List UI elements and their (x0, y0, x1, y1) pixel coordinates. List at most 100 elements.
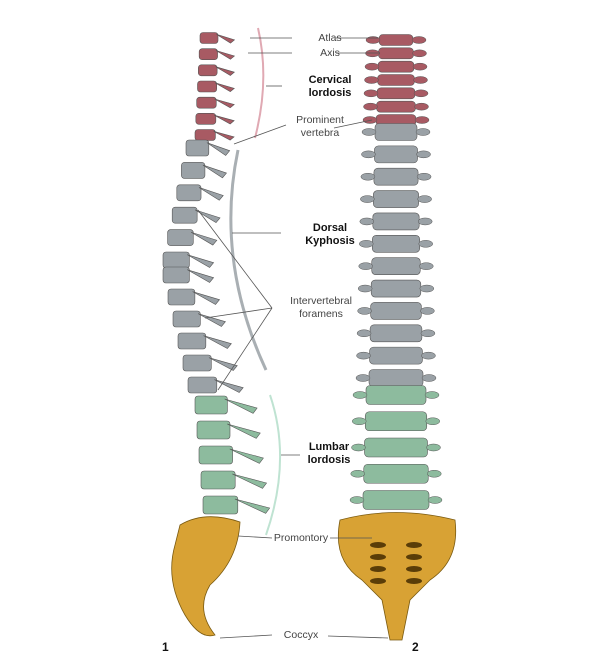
cervical-process (364, 62, 380, 71)
thoracic-vertebra (373, 190, 419, 208)
cervical-vertebra (196, 96, 217, 109)
thoracic-process (356, 351, 371, 360)
thoracic-process (194, 209, 221, 224)
label-intervertebral: Intervertebral (290, 295, 352, 307)
lumbar-vertebra (202, 495, 239, 515)
thoracic-process (420, 307, 435, 315)
thoracic-process (359, 217, 375, 226)
thoracic-vertebra (373, 167, 419, 186)
figure-number-anterior: 2 (412, 640, 419, 654)
lumbar-vertebra (198, 445, 233, 465)
cervical-vertebra (195, 113, 217, 125)
thoracic-process (360, 195, 375, 203)
label-atlas: Atlas (318, 32, 342, 44)
thoracic-process (358, 262, 373, 270)
lumbar-process (352, 417, 367, 425)
thoracic-process (421, 374, 437, 382)
thoracic-process (198, 187, 224, 201)
cervical-process (364, 76, 379, 84)
thoracic-process (190, 231, 218, 246)
thoracic-process (419, 262, 434, 270)
thoracic-process (357, 307, 372, 315)
cervical-vertebra (194, 129, 216, 141)
cervical-process (412, 62, 428, 71)
thoracic-process (421, 351, 436, 360)
label-promontory: Promontory (273, 532, 329, 544)
cervical-vertebra (378, 34, 414, 46)
lumbar-process (224, 398, 258, 414)
thoracic-vertebra (167, 288, 196, 306)
label-dorsal: Dorsal (312, 222, 348, 234)
cervical-vertebra (198, 48, 218, 60)
lumbar-vertebra (363, 463, 429, 484)
thoracic-vertebra (162, 251, 190, 269)
label-kyphosis: Kyphosis (305, 235, 355, 247)
thoracic-vertebra (162, 266, 190, 284)
cervical-process (412, 49, 427, 58)
lumbar-process (232, 473, 268, 489)
sacral-foramen (370, 542, 386, 548)
cervical-vertebra (198, 64, 218, 77)
lumbar-process (234, 498, 271, 514)
thoracic-vertebra (371, 257, 421, 275)
figure-number-lateral: 1 (162, 640, 169, 654)
thoracic-process (360, 172, 376, 181)
thoracic-vertebra (370, 302, 422, 320)
thoracic-process (361, 128, 377, 136)
thoracic-vertebra (167, 229, 194, 246)
cervical-process (215, 66, 235, 76)
cervical-process (213, 131, 235, 141)
thoracic-process (415, 128, 431, 136)
cervical-vertebra (377, 74, 415, 86)
thoracic-vertebra (187, 376, 218, 394)
cervical-process (414, 102, 429, 111)
sacral-foramen (370, 566, 386, 572)
thoracic-process (187, 269, 215, 283)
thoracic-vertebra (374, 123, 418, 141)
thoracic-process (208, 357, 238, 371)
thoracic-vertebra (185, 139, 210, 157)
lumbar-process (352, 391, 368, 399)
cervical-process (411, 36, 427, 44)
label-axis: Axis (320, 47, 340, 59)
sacral-foramen (370, 554, 386, 560)
thoracic-process (418, 240, 433, 248)
label-lumbar: Lumbar (308, 441, 350, 453)
sacral-foramen (406, 554, 422, 560)
sacrum-anterior (337, 512, 457, 641)
cervical-process (413, 89, 429, 98)
cervical-vertebra (378, 47, 414, 60)
thoracic-vertebra (371, 235, 421, 253)
lumbar-process (427, 470, 442, 478)
lumbar-process (350, 470, 365, 478)
lumbar-vertebra (194, 395, 228, 415)
sacral-foramen (370, 578, 386, 584)
label-foramens: foramens (299, 308, 343, 320)
lumbar-process (227, 423, 261, 439)
lumbar-curve-line (265, 394, 282, 536)
cervical-vertebra (376, 100, 416, 113)
thoracic-vertebra (176, 184, 202, 202)
thoracic-process (197, 313, 226, 327)
lumbar-vertebra (365, 385, 427, 405)
cervical-process (413, 76, 428, 84)
cervical-process (215, 50, 236, 60)
cervical-process (363, 102, 378, 111)
label-prominent: Prominent (296, 114, 344, 126)
thoracic-vertebra (181, 162, 206, 179)
cervical-process (363, 89, 379, 98)
thoracic-vertebra (177, 332, 207, 350)
lumbar-vertebra (364, 411, 428, 432)
lumbar-process (425, 417, 440, 425)
sacral-foramen (406, 566, 422, 572)
thoracic-process (361, 150, 376, 159)
thoracic-vertebra (369, 346, 423, 365)
cervical-process (362, 116, 378, 124)
thoracic-process (192, 291, 221, 305)
thoracic-process (206, 142, 231, 156)
lumbar-vertebra (196, 420, 231, 440)
